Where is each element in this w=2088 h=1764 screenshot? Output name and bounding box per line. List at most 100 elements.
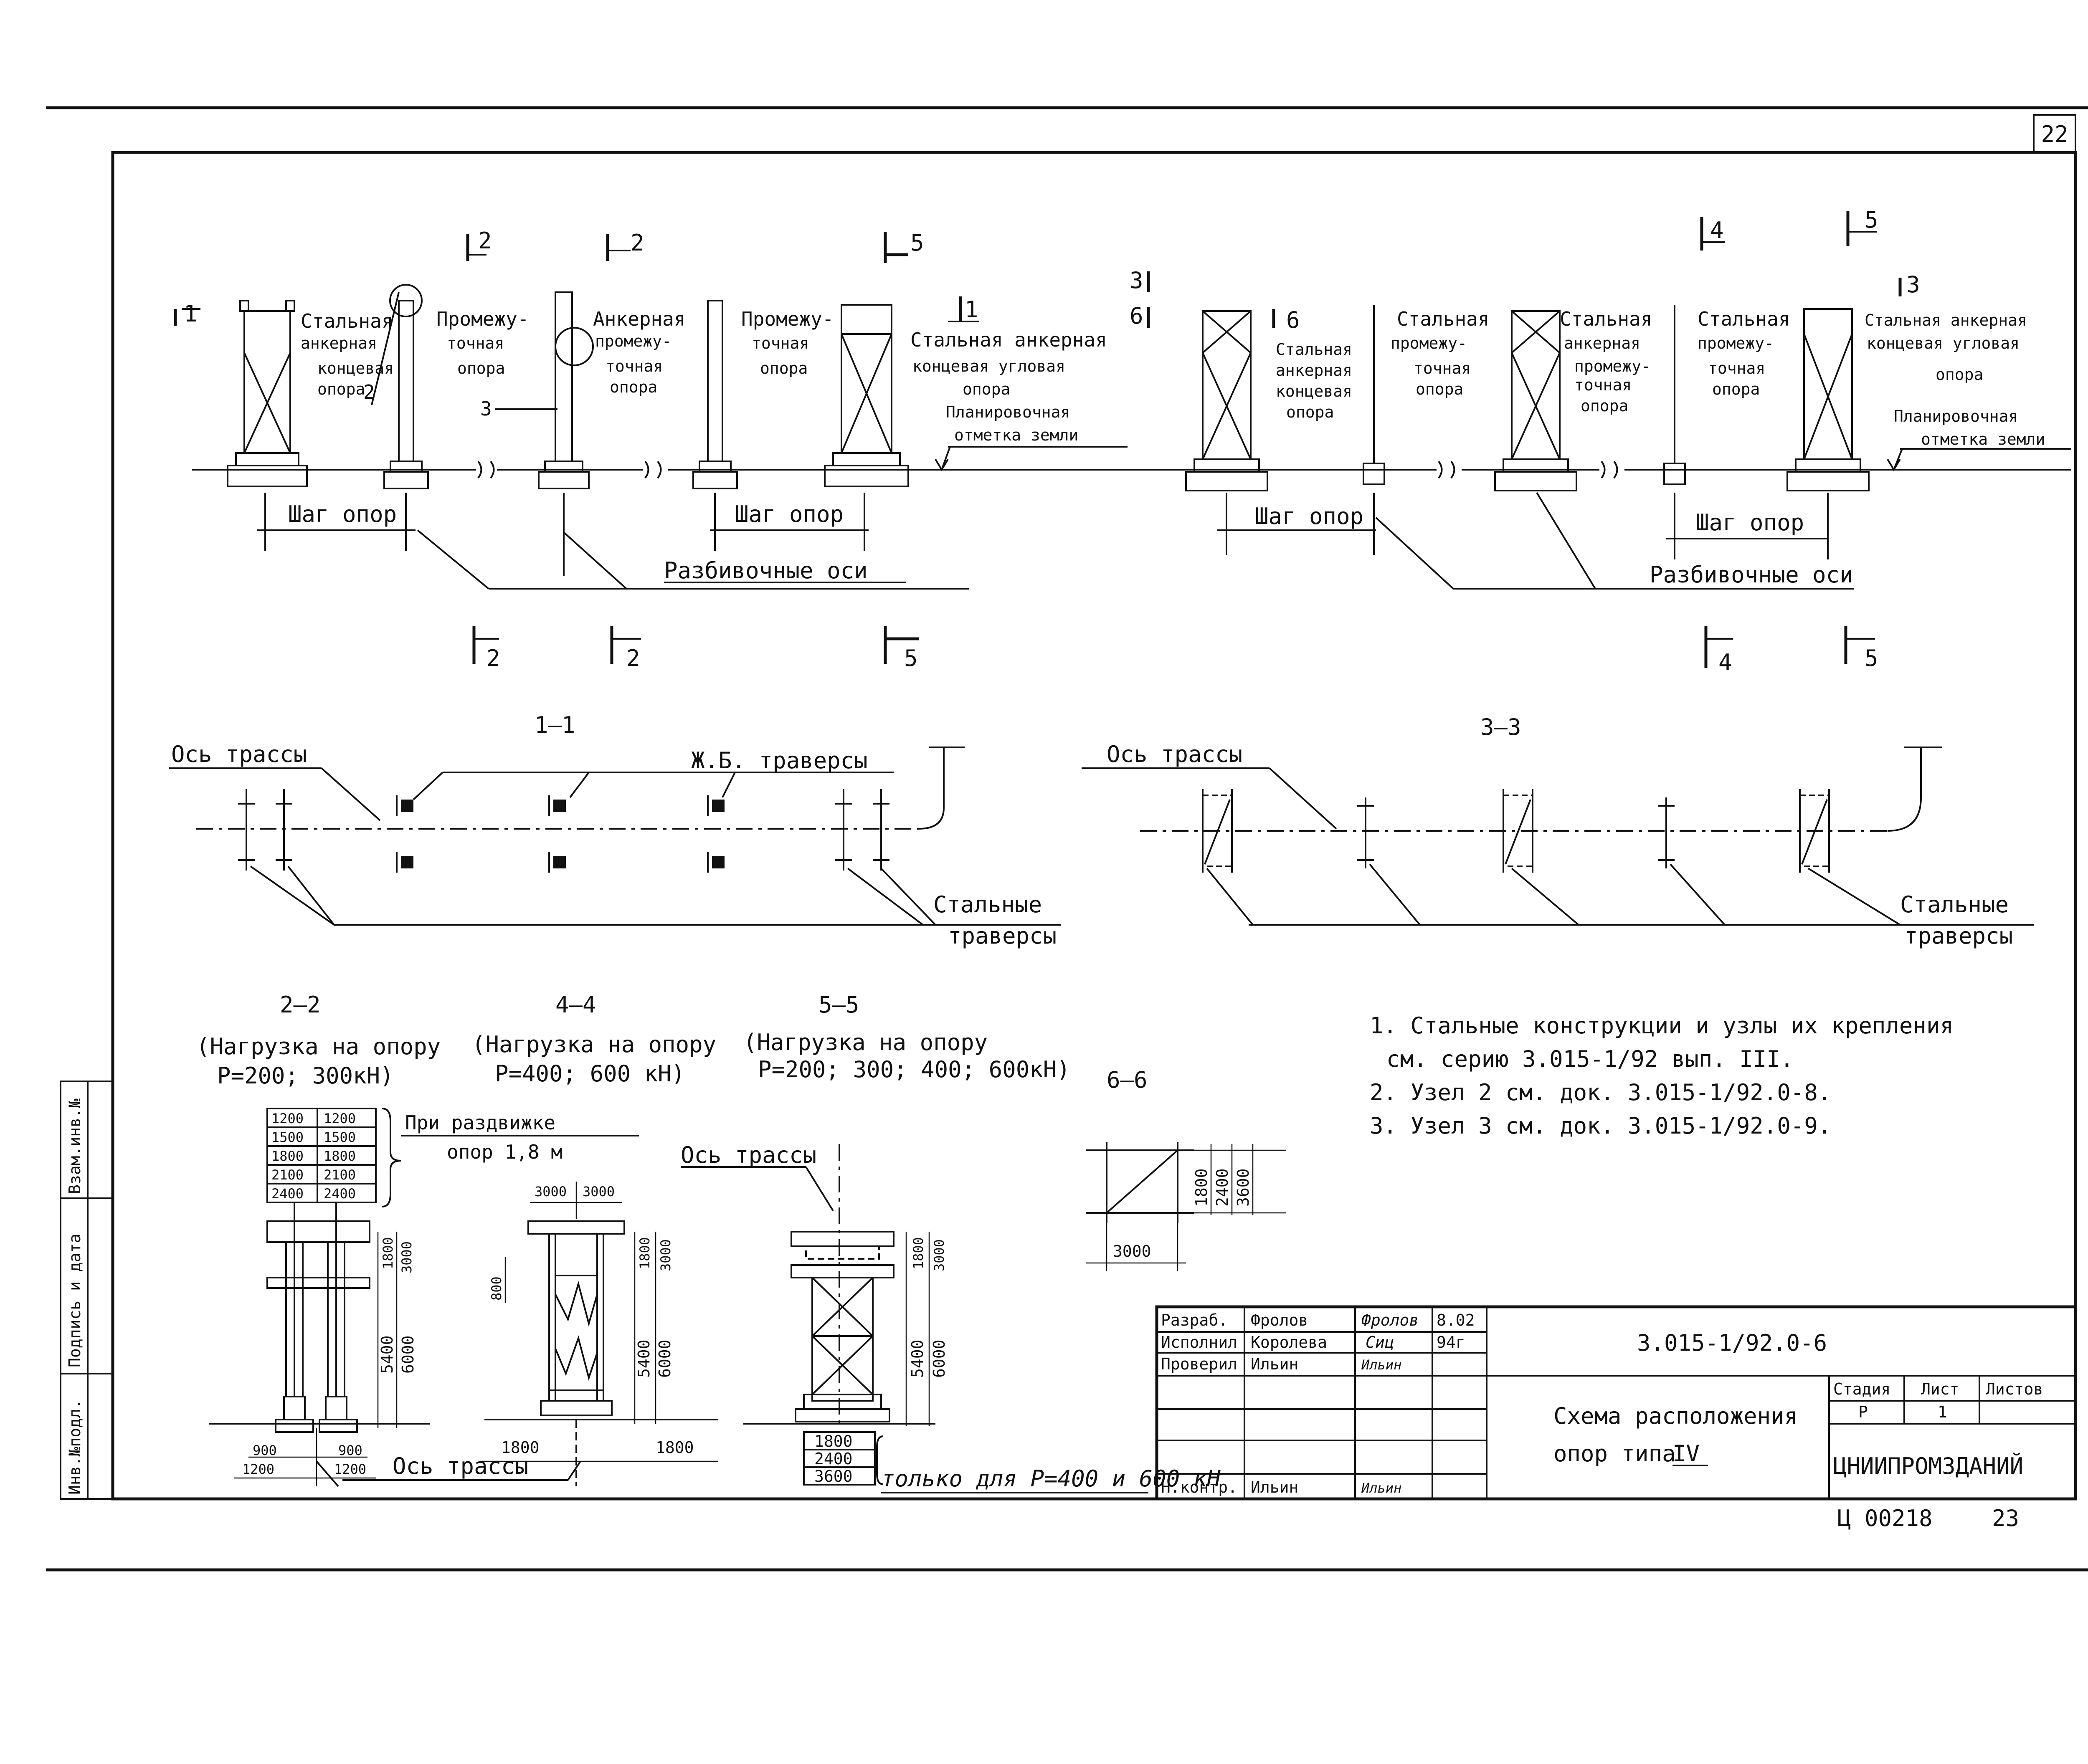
tb-sign-3: Ильин — [1361, 1480, 1401, 1496]
plan-1-1: 1—1 Ось трассы Ж.Б. траверсы — [169, 712, 1061, 949]
label-ground-1: Планировочная — [946, 403, 1070, 421]
svg-text:5400: 5400 — [378, 1335, 396, 1374]
tb-stage-header: Стадия — [1833, 1380, 1890, 1398]
plan-3-3: 3—3 Ось трассы — [1082, 714, 2034, 949]
svg-text:3000: 3000 — [583, 1184, 615, 1200]
rc-traverse-3 — [707, 795, 725, 873]
document-code: 3.015-1/92.0-6 — [1637, 1330, 1827, 1356]
note-1a: 1. Стальные конструкции и узлы их крепле… — [1370, 1012, 1954, 1039]
svg-text:900: 900 — [338, 1443, 362, 1458]
label-anchor-int-2: промежу- — [595, 332, 672, 350]
svg-text:3600: 3600 — [814, 1467, 853, 1486]
r-step-label-1: Шаг опор — [1255, 503, 1363, 529]
inv-podl-label: Инв.№подл. — [66, 1399, 84, 1495]
label-ground-2: отметка земли — [954, 426, 1078, 444]
section-mark-5-top: 5 — [884, 230, 924, 263]
section-mark-2a-top: 2 — [466, 228, 492, 261]
r-section-mark-6-inner: 6 — [1272, 307, 1300, 333]
podpis-data-label: Подпись и дата — [66, 1234, 84, 1367]
r-label-ground-1: Планировочная — [1894, 407, 2018, 425]
label-intermediate-b-3: опора — [760, 359, 808, 377]
label-intermediate-b-2: точная — [752, 334, 809, 352]
r-label-4c: точная — [1708, 359, 1765, 377]
plan-3-3-title: 3—3 — [1480, 714, 1521, 740]
plan-1-1-title: 1—1 — [535, 712, 575, 738]
section-mark-1-top: 1 — [174, 301, 200, 327]
section-4-4-load-2: Р=400; 600 кН) — [495, 1060, 685, 1087]
note-1b: см. серию 3.015-1/92 вып. III. — [1386, 1046, 1794, 1072]
section-6-6: 6—6 1800 2400 3600 3000 — [1086, 1067, 1286, 1271]
sheet-number: 22 — [2041, 121, 2068, 147]
svg-text:1800: 1800 — [814, 1432, 853, 1450]
right-column-2 — [1363, 305, 1385, 485]
plan-1-1-steel-label-1: Стальные — [933, 891, 1042, 918]
label-steel-anchor-corner-1: Стальная анкерная — [910, 329, 1107, 351]
svg-text:5: 5 — [1865, 645, 1878, 671]
r-label-3a: Стальная — [1560, 308, 1652, 330]
section-5-5-title: 5—5 — [818, 992, 859, 1018]
right-tower-1 — [1185, 310, 1268, 491]
plan-3-3-tower-5 — [1799, 789, 1830, 873]
steel-anchor-corner-tower — [824, 304, 909, 487]
svg-text:1800: 1800 — [324, 1148, 356, 1164]
section-2-2: 2—2 (Нагрузка на опору Р=200; 300кН) 120… — [196, 992, 639, 1487]
svg-text:1500: 1500 — [271, 1129, 304, 1145]
section-2-2-title: 2—2 — [280, 992, 321, 1018]
svg-text:1800: 1800 — [380, 1237, 396, 1269]
node-3-label: 3 — [480, 397, 492, 420]
r-label-3e: опора — [1581, 397, 1628, 415]
svg-text:3000: 3000 — [931, 1239, 947, 1271]
r-label-4b: промежу- — [1698, 334, 1774, 352]
rc-traverse-2 — [548, 795, 566, 873]
svg-text:2: 2 — [626, 645, 640, 671]
r-label-3b: анкерная — [1564, 334, 1640, 352]
organization: ЦНИИПРОМЗДАНИЙ — [1833, 1453, 2023, 1479]
left-margin-stamp: Инв.№подл. Подпись и дата Взам.инв.№ — [60, 1081, 114, 1500]
section-6-6-title: 6—6 — [1107, 1067, 1148, 1093]
elevation-right: Стальная анкерная концевая опора Стальна… — [1130, 207, 2071, 676]
drawing-frame — [111, 151, 2077, 1501]
section-mark-1-right: 1 — [948, 296, 979, 323]
label-anchor-int-4: опора — [610, 378, 657, 396]
r-label-4a: Стальная — [1698, 308, 1790, 330]
svg-text:3000: 3000 — [535, 1184, 567, 1200]
section-2-2-load-2: Р=200; 300кН) — [217, 1063, 394, 1089]
margin-stamp-frame — [60, 1081, 114, 1500]
plan-3-3-post-4 — [1658, 797, 1675, 868]
note-3: 3. Узел 3 см. док. 3.015-1/92.0-9. — [1370, 1113, 1831, 1139]
plan-3-3-axis-label: Ось трассы — [1107, 741, 1242, 767]
sheet-number-box — [2033, 114, 2076, 153]
tb-role-2: Проверил — [1161, 1355, 1237, 1373]
rc-traverse-1 — [396, 795, 413, 873]
tb-sheets-header: Листов — [1986, 1380, 2043, 1398]
r-label-2d: опора — [1416, 380, 1463, 398]
svg-text:2100: 2100 — [271, 1167, 304, 1183]
svg-text:3000: 3000 — [658, 1239, 674, 1271]
r-label-1a: Стальная — [1276, 340, 1352, 359]
r-section-mark-4-bottom: 4 — [1704, 626, 1733, 676]
axes-label-left: Разбивочные оси — [664, 557, 868, 584]
drawing-title-line1: Схема расположения — [1553, 1403, 1798, 1429]
svg-text:1800: 1800 — [637, 1237, 653, 1269]
svg-text:5: 5 — [1865, 207, 1878, 233]
svg-text:1200: 1200 — [242, 1461, 274, 1477]
section-5-5-axis-label: Ось трассы — [681, 1142, 816, 1168]
section-2-2-spread-1: При раздвижке — [405, 1111, 555, 1134]
tb-stage-value: Р — [1858, 1403, 1868, 1421]
svg-text:1: 1 — [965, 296, 978, 323]
section-mark-2b-bottom: 2 — [610, 626, 641, 671]
tb-sheet-header: Лист — [1921, 1380, 1959, 1398]
r-label-2b: промежу- — [1391, 334, 1467, 352]
svg-text:1200: 1200 — [271, 1111, 304, 1126]
section-mark-5-bottom: 5 — [884, 626, 919, 671]
archive-code: Ц 00218 — [1837, 1505, 1933, 1531]
svg-text:3: 3 — [1130, 267, 1143, 294]
svg-text:5400: 5400 — [908, 1339, 927, 1378]
r-section-mark-3: 3 — [1130, 267, 1150, 294]
svg-text:2100: 2100 — [324, 1167, 356, 1183]
svg-text:5400: 5400 — [635, 1339, 653, 1378]
svg-text:1800: 1800 — [271, 1148, 304, 1164]
r-label-1c: концевая — [1276, 382, 1352, 400]
archive-page: 23 — [1992, 1505, 2019, 1531]
r-section-mark-5-top: 5 — [1846, 207, 1878, 246]
